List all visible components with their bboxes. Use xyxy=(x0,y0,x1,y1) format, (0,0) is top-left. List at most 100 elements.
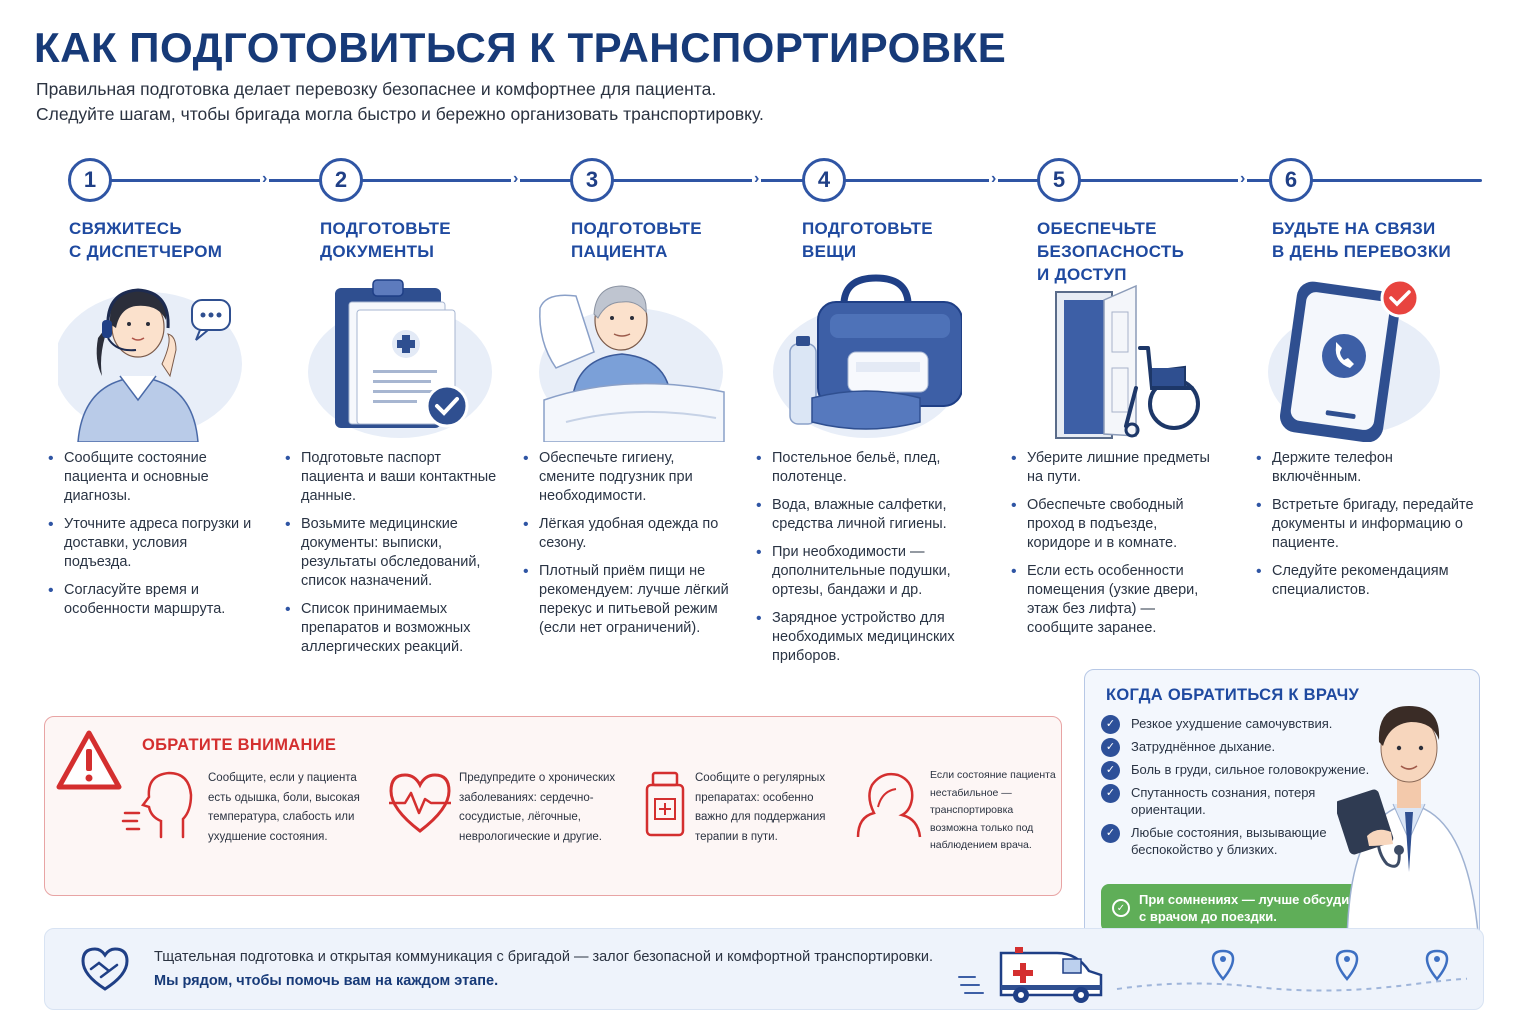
route-pins-icon xyxy=(1116,949,1467,992)
list-item: Обеспечьте свободный проход в подъезде, … xyxy=(1011,496,1221,553)
bag-and-linen-icon xyxy=(773,274,962,438)
timeline-arrow-icon: › xyxy=(989,170,999,188)
step-number-1: 1 xyxy=(68,158,112,202)
doctor-symptom-list: ✓ Резкое ухудшение самочувствия. ✓ Затрудн… xyxy=(1101,715,1371,864)
subtitle-line-1: Правильная подготовка делает перевозку б… xyxy=(36,79,717,99)
list-item: Если есть особенности помещения (узкие д… xyxy=(1011,562,1221,638)
attention-text-4: Если состояние пациента нестабильное — т… xyxy=(930,769,1056,851)
patient-in-bed-icon xyxy=(539,285,725,442)
check-icon: ✓ xyxy=(1101,784,1120,803)
list-item: Подготовьте паспорт пациента и ваши конт… xyxy=(285,449,505,506)
list-item: Возьмите медицинские документы: выписки,… xyxy=(285,515,505,591)
step-title-line: ПОДГОТОВЬТЕ xyxy=(320,219,451,238)
list-item: ✓ Боль в груди, сильное головокружение. xyxy=(1101,761,1371,780)
step-title-6: БУДЬТЕ НА СВЯЗИ В ДЕНЬ ПЕРЕВОЗКИ xyxy=(1272,217,1451,263)
doctor-panel: КОГДА ОБРАТИТЬСЯ К ВРАЧУ ✓ Резкое ухудшен… xyxy=(1084,669,1480,943)
attention-text-1: Сообщите, если у пациента есть одышка, б… xyxy=(208,772,360,843)
step-2-bullets: Подготовьте паспорт пациента и ваши конт… xyxy=(285,449,505,666)
step-title-line: СВЯЖИТЕСЬ xyxy=(69,219,182,238)
step-title-5: ОБЕСПЕЧЬТЕ БЕЗОПАСНОСТЬ И ДОСТУП xyxy=(1037,217,1184,286)
step-title-line: БЕЗОПАСНОСТЬ xyxy=(1037,242,1185,261)
doctor-note-text: При сомнениях — лучше обсудить с врачом … xyxy=(1139,892,1364,924)
step-6-bullets: Держите телефон включённым. Встретьте бр… xyxy=(1256,449,1484,609)
list-item: Зарядное устройство для необходимых меди… xyxy=(756,609,971,666)
check-icon: ✓ xyxy=(1101,824,1120,843)
list-item: При необходимости — дополнительные подуш… xyxy=(756,543,971,600)
clipboard-documents-icon xyxy=(308,279,492,438)
timeline-arrow-icon: › xyxy=(1238,170,1248,188)
unwell-person-icon xyxy=(856,772,922,838)
step-title-line: ПАЦИЕНТА xyxy=(571,242,668,261)
medicine-bottle-icon xyxy=(645,771,685,837)
list-item-text: Боль в груди, сильное головокружение. xyxy=(1131,762,1370,777)
list-item: ✓ Затруднённое дыхание. xyxy=(1101,738,1371,757)
step-title-line: С ДИСПЕТЧЕРОМ xyxy=(69,242,223,261)
step-number-3: 3 xyxy=(570,158,614,202)
list-item-text: Спутанность сознания, потеря ориентации. xyxy=(1131,785,1316,817)
step-number-4: 4 xyxy=(802,158,846,202)
doctor-note: ✓ При сомнениях — лучше обсудить с врачо… xyxy=(1101,884,1383,932)
step-1-bullets: Сообщите состояние пациента и основные д… xyxy=(48,449,253,628)
step-5-bullets: Уберите лишние предметы на пути. Обеспеч… xyxy=(1011,449,1221,647)
list-item: Встретьте бригаду, передайте документы и… xyxy=(1256,496,1484,553)
list-item: ✓ Спутанность сознания, потеря ориентации… xyxy=(1101,784,1371,818)
footer-banner: Тщательная подготовка и открытая коммуни… xyxy=(44,928,1484,1010)
step-title-4: ПОДГОТОВЬТЕ ВЕЩИ xyxy=(802,217,933,263)
attention-text-3: Сообщите о регулярных препаратах: особен… xyxy=(695,772,826,843)
subtitle-line-2: Следуйте шагам, чтобы бригада могла быст… xyxy=(36,104,764,124)
step-title-line: ПОДГОТОВЬТЕ xyxy=(802,219,933,238)
check-icon: ✓ xyxy=(1101,761,1120,780)
list-item: Вода, влажные салфетки, средства личной … xyxy=(756,496,971,534)
page-title: КАК ПОДГОТОВИТЬСЯ К ТРАНСПОРТИРОВКЕ xyxy=(34,24,1007,71)
attention-text-2: Предупредите о хронических заболеваниях:… xyxy=(459,772,616,843)
footer-text-line-2: Мы рядом, чтобы помочь вам на каждом эта… xyxy=(154,973,499,989)
timeline-arrow-icon: › xyxy=(260,170,270,188)
list-item: Лёгкая удобная одежда по сезону. xyxy=(523,515,733,553)
check-icon: ✓ xyxy=(1101,738,1120,757)
check-icon: ✓ xyxy=(1101,715,1120,734)
list-item: ✓ Любые состояния, вызывающие беспокойств… xyxy=(1101,824,1371,858)
step-number-2: 2 xyxy=(319,158,363,202)
dispatcher-headset-icon xyxy=(58,288,242,442)
footer-text-line-1: Тщательная подготовка и открытая коммуни… xyxy=(154,949,933,965)
attention-panel: ОБРАТИТЕ ВНИМАНИЕ Сообщите, если у пацие… xyxy=(44,716,1062,896)
list-item-text: Затруднённое дыхание. xyxy=(1131,739,1276,754)
timeline-arrow-icon: › xyxy=(752,170,762,188)
ambulance-icon xyxy=(958,947,1103,1003)
check-icon: ✓ xyxy=(1112,899,1130,917)
step-title-line: В ДЕНЬ ПЕРЕВОЗКИ xyxy=(1272,242,1452,261)
list-item: Держите телефон включённым. xyxy=(1256,449,1484,487)
list-item: Сообщите состояние пациента и основные д… xyxy=(48,449,253,506)
list-item: Плотный приём пищи не рекомендуем: лучше… xyxy=(523,562,733,638)
doctor-illustration-icon xyxy=(1337,706,1479,942)
heart-pulse-icon xyxy=(389,773,451,833)
list-item: Следуйте рекомендациям специалистов. xyxy=(1256,562,1484,600)
list-item: Уберите лишние предметы на пути. xyxy=(1011,449,1221,487)
timeline-arrow-icon: › xyxy=(511,170,521,188)
list-item: ✓ Резкое ухудшение самочувствия. xyxy=(1101,715,1371,734)
step-number-5: 5 xyxy=(1037,158,1081,202)
doctor-panel-title: КОГДА ОБРАТИТЬСЯ К ВРАЧУ xyxy=(1106,686,1360,704)
breathing-person-icon xyxy=(121,771,193,839)
page-subtitle: Правильная подготовка делает перевозку б… xyxy=(36,77,764,127)
step-title-line: БУДЬТЕ НА СВЯЗИ xyxy=(1272,219,1436,238)
step-title-1: СВЯЖИТЕСЬ С ДИСПЕТЧЕРОМ xyxy=(69,217,222,263)
warning-icon xyxy=(56,730,122,790)
list-item: Уточните адреса погрузки и доставки, усл… xyxy=(48,515,253,572)
step-number-6: 6 xyxy=(1269,158,1313,202)
step-title-line: ОБЕСПЕЧЬТЕ xyxy=(1037,219,1157,238)
list-item: Обеспечьте гигиену, смените подгузник пр… xyxy=(523,449,733,506)
list-item: Список принимаемых препаратов и возможны… xyxy=(285,600,505,657)
heart-handshake-icon xyxy=(81,947,129,991)
list-item: Согласуйте время и особенности маршрута. xyxy=(48,581,253,619)
step-3-bullets: Обеспечьте гигиену, смените подгузник пр… xyxy=(523,449,733,647)
phone-call-check-icon xyxy=(1268,278,1440,442)
step-4-bullets: Постельное бельё, плед, полотенце. Вода,… xyxy=(756,449,971,675)
list-item-text: Резкое ухудшение самочувствия. xyxy=(1131,716,1333,731)
list-item: Постельное бельё, плед, полотенце. xyxy=(756,449,971,487)
step-title-line: ДОКУМЕНТЫ xyxy=(320,242,435,261)
timeline-line xyxy=(70,179,1482,182)
step-title-2: ПОДГОТОВЬТЕ ДОКУМЕНТЫ xyxy=(320,217,451,263)
step-title-line: И ДОСТУП xyxy=(1037,265,1127,284)
list-item-text: Любые состояния, вызывающие беспокойство… xyxy=(1131,825,1327,857)
